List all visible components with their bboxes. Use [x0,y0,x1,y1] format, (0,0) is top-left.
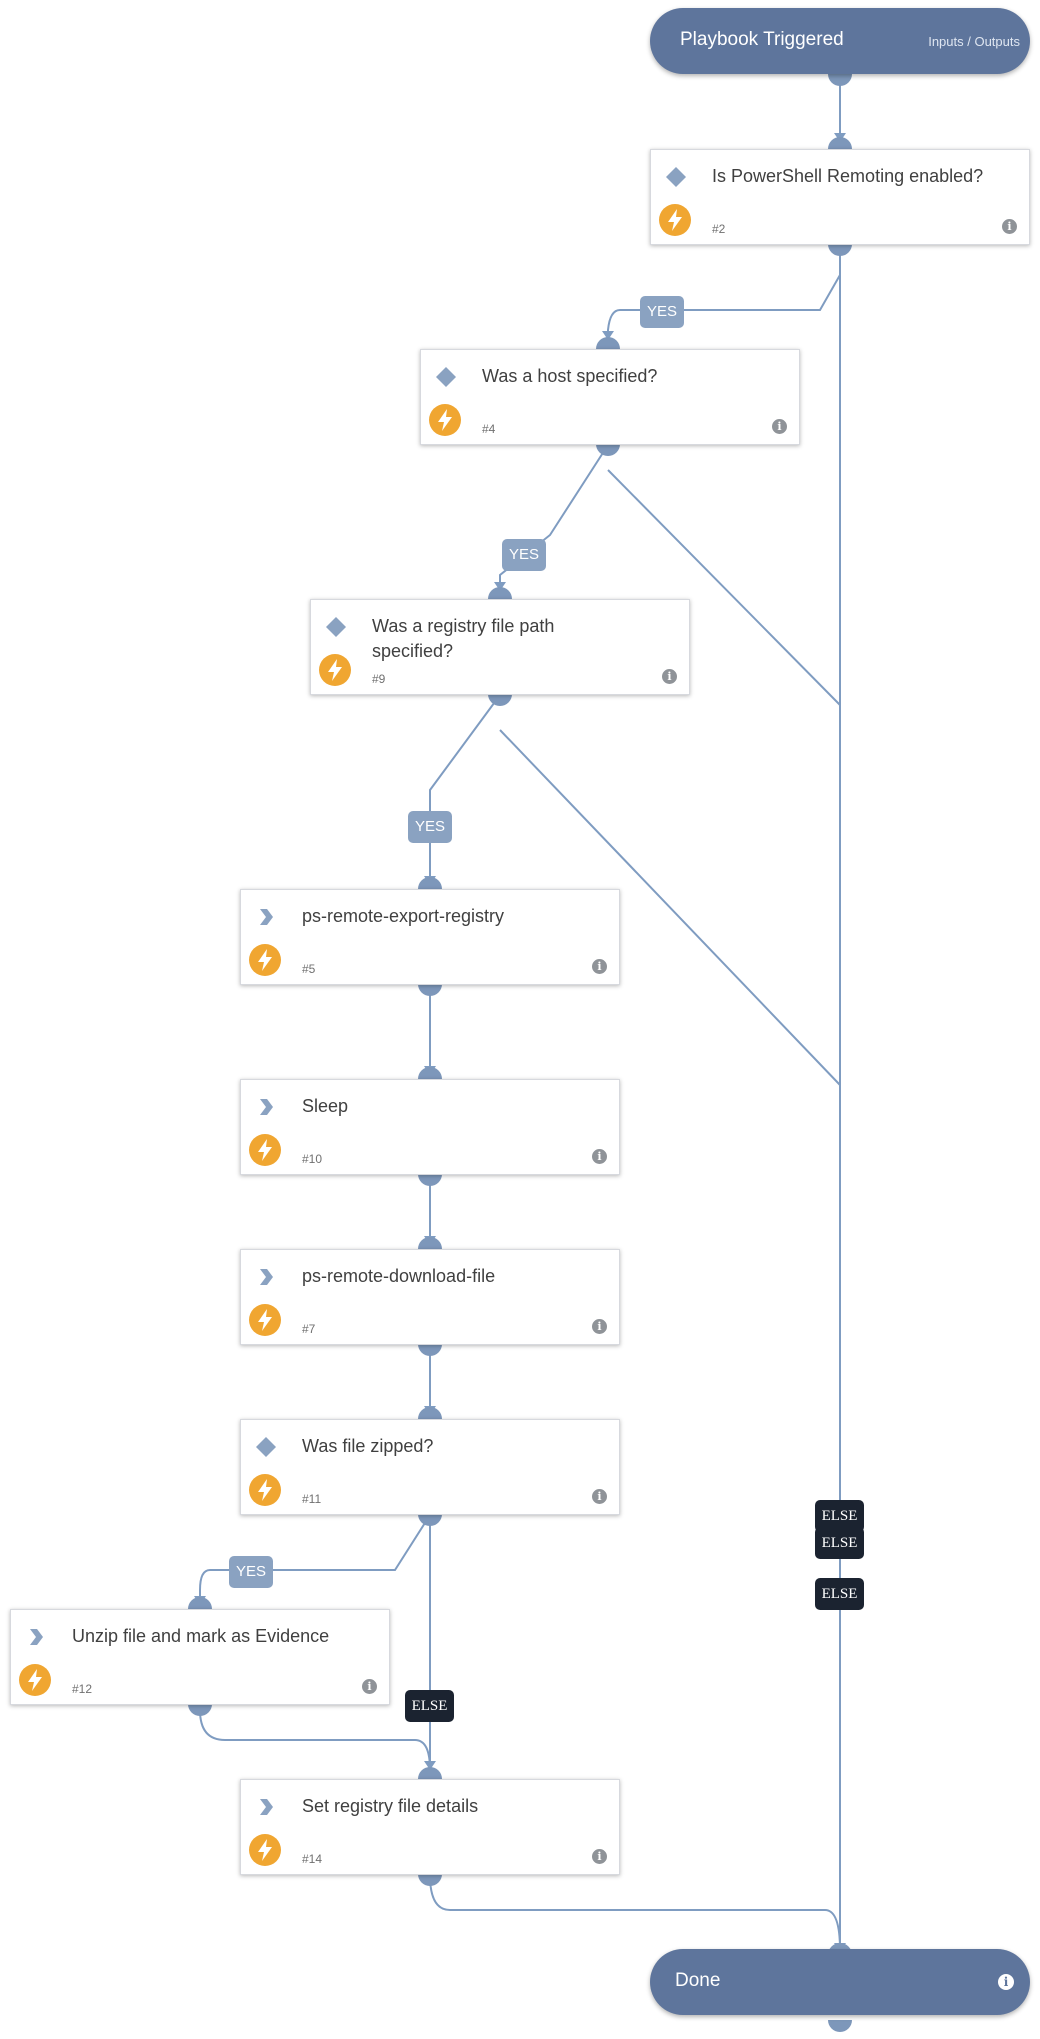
task-id: #7 [302,1322,316,1336]
task-id: #4 [482,422,496,436]
branch-label-yes[interactable]: YES [229,1556,273,1588]
branch-label-else[interactable]: ELSE [815,1527,864,1559]
branch-label-yes[interactable]: YES [502,539,546,571]
info-icon[interactable]: i [592,959,607,974]
task-title: Unzip file and mark as Evidence [72,1626,330,1646]
lightning-bolt-icon [249,1474,281,1506]
task-node-4[interactable]: Was a host specified? #4 i [420,349,800,445]
task-id: #12 [72,1682,93,1696]
playbook-triggered-node[interactable]: Playbook Triggered Inputs / Outputs [650,8,1030,74]
task-title: Sleep [302,1096,349,1116]
branch-label-else[interactable]: ELSE [405,1690,454,1722]
lightning-bolt-icon [249,944,281,976]
lightning-bolt-icon [429,404,461,436]
task-title: ps-remote-download-file [302,1266,496,1286]
info-icon[interactable]: i [772,419,787,434]
diamond-icon [326,617,346,637]
lightning-bolt-icon [19,1664,51,1696]
task-title: Is PowerShell Remoting enabled? [712,166,984,186]
info-icon[interactable]: i [592,1849,607,1864]
lightning-bolt-icon [249,1134,281,1166]
chevron-right-icon [260,1099,273,1115]
task-id: #10 [302,1152,323,1166]
task-node-11[interactable]: Was file zipped? #11 i [240,1419,620,1515]
lightning-bolt-icon [319,654,351,686]
task-id: #5 [302,962,316,976]
task-id: #2 [712,222,726,236]
info-icon[interactable]: i [592,1489,607,1504]
branch-label-else[interactable]: ELSE [815,1500,864,1532]
done-node[interactable]: Done i [650,1949,1030,2015]
chevron-right-icon [30,1629,43,1645]
diamond-icon [256,1437,276,1457]
chevron-right-icon [260,1799,273,1815]
inputs-outputs-link[interactable]: Inputs / Outputs [928,34,1020,49]
lightning-bolt-icon [249,1304,281,1336]
branch-label-yes[interactable]: YES [408,811,452,843]
task-title: Was a host specified? [482,366,658,386]
info-icon[interactable]: i [1002,219,1017,234]
info-icon[interactable]: i [592,1319,607,1334]
branch-label-yes[interactable]: YES [640,296,684,328]
task-node-5[interactable]: ps-remote-export-registry #5 i [240,889,620,985]
task-id: #11 [302,1492,322,1506]
diamond-icon [436,367,456,387]
task-node-10[interactable]: Sleep #10 i [240,1079,620,1175]
lightning-bolt-icon [249,1834,281,1866]
task-title: Was file zipped? [302,1436,434,1456]
info-icon[interactable]: i [362,1679,377,1694]
chevron-right-icon [260,909,273,925]
task-id: #9 [372,672,386,686]
task-title: ps-remote-export-registry [302,906,505,926]
task-title: Set registry file details [302,1796,479,1816]
connector-handles [188,74,852,2032]
trigger-title: Playbook Triggered [680,29,844,50]
task-node-12[interactable]: Unzip file and mark as Evidence #12 i [10,1609,390,1705]
task-node-9[interactable]: Was a registry file path specified? #9 i [310,599,690,695]
branch-label-else[interactable]: ELSE [815,1578,864,1610]
info-icon[interactable]: i [998,1974,1014,1990]
task-id: #14 [302,1852,323,1866]
task-node-2[interactable]: Is PowerShell Remoting enabled? #2 i [650,149,1030,245]
done-title: Done [675,1970,721,1991]
task-node-7[interactable]: ps-remote-download-file #7 i [240,1249,620,1345]
diamond-icon [666,167,686,187]
chevron-right-icon [260,1269,273,1285]
task-node-14[interactable]: Set registry file details #14 i [240,1779,620,1875]
lightning-bolt-icon [659,204,691,236]
info-icon[interactable]: i [592,1149,607,1164]
task-title: Was a registry file path specified? [372,616,555,661]
info-icon[interactable]: i [662,669,677,684]
